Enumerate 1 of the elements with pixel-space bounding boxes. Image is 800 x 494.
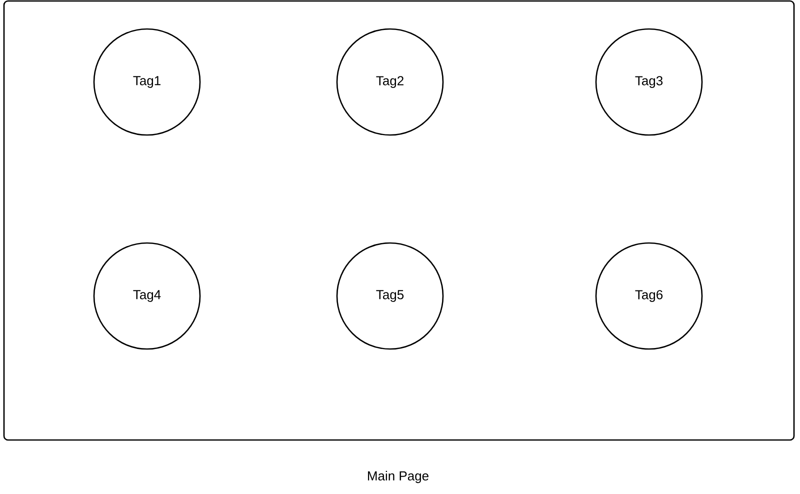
page-label: Main Page (368, 470, 428, 484)
